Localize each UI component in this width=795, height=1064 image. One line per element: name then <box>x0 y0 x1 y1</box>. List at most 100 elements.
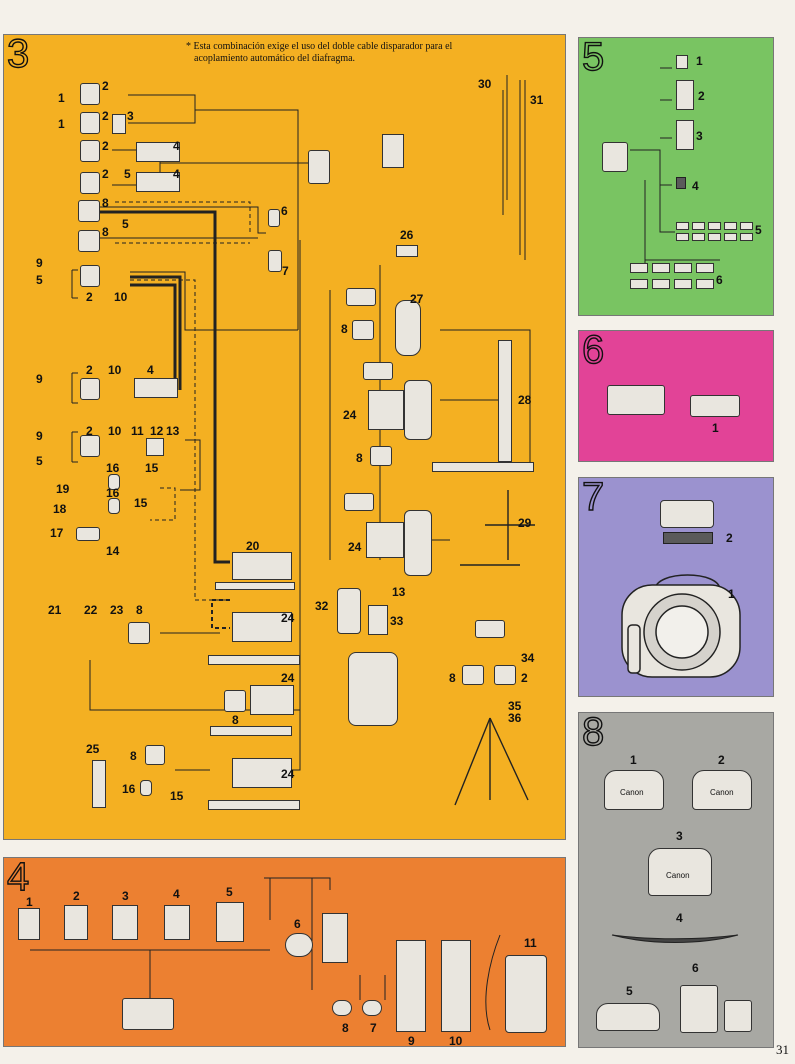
p3-label: 21 <box>48 603 62 617</box>
p3-label: 11 <box>131 424 144 438</box>
p4-label: 3 <box>122 889 129 903</box>
p3-label: 30 <box>478 77 492 91</box>
p3-label: 19 <box>56 482 70 496</box>
p3-label: 2 <box>86 363 93 377</box>
p3-label: 2 <box>102 139 109 153</box>
bellows-24-b <box>250 685 294 715</box>
p4-label: 2 <box>73 889 80 903</box>
lens-16-c <box>140 780 152 796</box>
p3-label: 24 <box>281 671 295 685</box>
page-number: 31 <box>776 1042 789 1057</box>
flash-unit-3 <box>112 905 138 940</box>
lens-2-a <box>80 83 100 105</box>
case-1-logo: Canon <box>620 788 644 797</box>
lens-8-d <box>224 690 246 712</box>
flash-unit-2 <box>64 905 88 940</box>
p3-label: 4 <box>173 139 180 153</box>
p8-label: 3 <box>676 829 683 843</box>
camera-on-tripod <box>475 620 505 638</box>
case-2-logo: Canon <box>710 788 734 797</box>
p3-label: 9 <box>36 429 43 443</box>
p3-label: 13 <box>166 424 180 438</box>
p8-label: 1 <box>630 753 637 767</box>
camera-on-bellows-24-e <box>344 493 374 511</box>
panel-7-number: 7 <box>581 475 605 519</box>
p4-label: 6 <box>294 917 301 931</box>
extension-tubes-4-c <box>134 378 178 398</box>
p3-label: 8 <box>102 225 109 239</box>
power-pack-11 <box>505 955 547 1033</box>
lens-8-c <box>128 622 150 644</box>
handle-flash-9 <box>396 940 426 1032</box>
p5-label: 2 <box>698 89 705 103</box>
camera-27 <box>346 288 376 306</box>
bellows-20-rail <box>215 582 295 590</box>
p4-label: 8 <box>342 1021 349 1035</box>
lens-8-a <box>78 200 100 222</box>
lens-6 <box>268 209 280 227</box>
bellows-24-e-bracket <box>404 510 432 576</box>
extension-tubes-4-b <box>136 172 180 192</box>
p4-label: 9 <box>408 1034 415 1048</box>
lens-2-c <box>80 140 100 162</box>
p3-label: 10 <box>108 363 122 377</box>
p3-label: 8 <box>136 603 143 617</box>
camera-back-panel6 <box>607 385 665 415</box>
copy-stand-28-base <box>432 462 534 472</box>
lens-8-g <box>370 446 392 466</box>
magnifier-4 <box>676 177 686 189</box>
eyecup-1 <box>676 55 688 69</box>
lens-case-6-b <box>724 1000 752 1032</box>
camera-top-panel3 <box>308 150 330 184</box>
lens-2-e <box>80 265 100 287</box>
p7-label: 1 <box>728 587 735 601</box>
lens-case-6-a <box>680 985 718 1033</box>
combination-note-line2: acoplamiento automático del diafragma. <box>194 53 356 64</box>
copy-stand-28-column <box>498 340 512 462</box>
p3-label: 35 <box>508 699 522 713</box>
p3-label: 8 <box>102 196 109 210</box>
lens-8-b <box>78 230 100 252</box>
bellows-24-b-rail <box>210 726 292 736</box>
bellows-24-a <box>232 612 292 642</box>
panel-6-number: 6 <box>581 328 605 372</box>
p3-label: 6 <box>281 204 288 218</box>
p3-label: 13 <box>392 585 406 599</box>
p3-label: 26 <box>400 228 414 242</box>
panel-8-number: 8 <box>581 710 605 754</box>
p3-label: 16 <box>122 782 136 796</box>
p8-label: 4 <box>676 911 683 925</box>
panel-5-number: 5 <box>581 35 605 79</box>
p3-label: 8 <box>232 713 239 727</box>
p3-label: 2 <box>86 424 93 438</box>
lens-2-f <box>80 378 100 400</box>
bellows-24-d <box>368 390 404 430</box>
p3-label: 8 <box>449 671 456 685</box>
camera-on-bellows-24-d <box>363 362 393 380</box>
p3-label: 1 <box>58 91 65 105</box>
p3-label: 9 <box>36 256 43 270</box>
p3-label: 3 <box>127 109 134 123</box>
adapter-12 <box>146 438 164 456</box>
p3-label: 24 <box>348 540 362 554</box>
lens-8-f <box>352 320 374 340</box>
p5-label: 5 <box>755 223 762 237</box>
p6-label: 1 <box>712 421 719 435</box>
p3-label: 16 <box>106 486 120 500</box>
adapter-33 <box>368 605 388 635</box>
p3-label: 15 <box>170 789 184 803</box>
sync-cord-8 <box>332 1000 352 1016</box>
p3-label: 29 <box>518 516 532 530</box>
case-3-logo: Canon <box>666 871 690 880</box>
focusing-screens-5 <box>676 222 753 241</box>
combination-note-line1: Esta combinación exige el uso del doble … <box>193 41 453 52</box>
p3-label: 7 <box>282 264 289 278</box>
p4-label: 7 <box>370 1021 377 1035</box>
p7-label: 2 <box>726 531 733 545</box>
p3-label: 36 <box>508 711 522 725</box>
p3-label: 24 <box>281 611 295 625</box>
bellows-20 <box>232 552 292 580</box>
